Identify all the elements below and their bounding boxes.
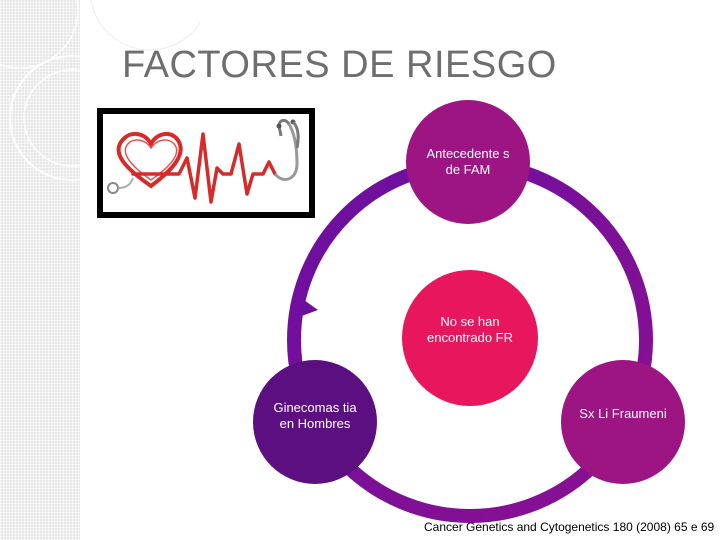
- center-label: No se han encontrado FR: [427, 314, 513, 345]
- node-ginecomastia-hombres: [253, 360, 377, 484]
- decorative-side-strip: [0, 0, 80, 540]
- node-antecedentes-fam: [406, 100, 530, 224]
- node-label-antecedentes: Antecedente s de FAM: [426, 146, 510, 177]
- slide-title: FACTORES DE RIESGO: [122, 44, 557, 86]
- citation: Cancer Genetics and Cytogenetics 180 (20…: [424, 520, 715, 534]
- heart-ecg-stethoscope-icon: [107, 118, 300, 204]
- node-sx-li-fraumeni: [561, 360, 685, 484]
- heart-image-frame: [97, 108, 315, 218]
- node-label-ginecomastia: Ginecomas tia en Hombres: [273, 400, 357, 431]
- cycle-arrow: [296, 300, 318, 318]
- node-label-li-fraumeni: Sx Li Fraumeni: [579, 406, 667, 421]
- center-node: [402, 270, 538, 406]
